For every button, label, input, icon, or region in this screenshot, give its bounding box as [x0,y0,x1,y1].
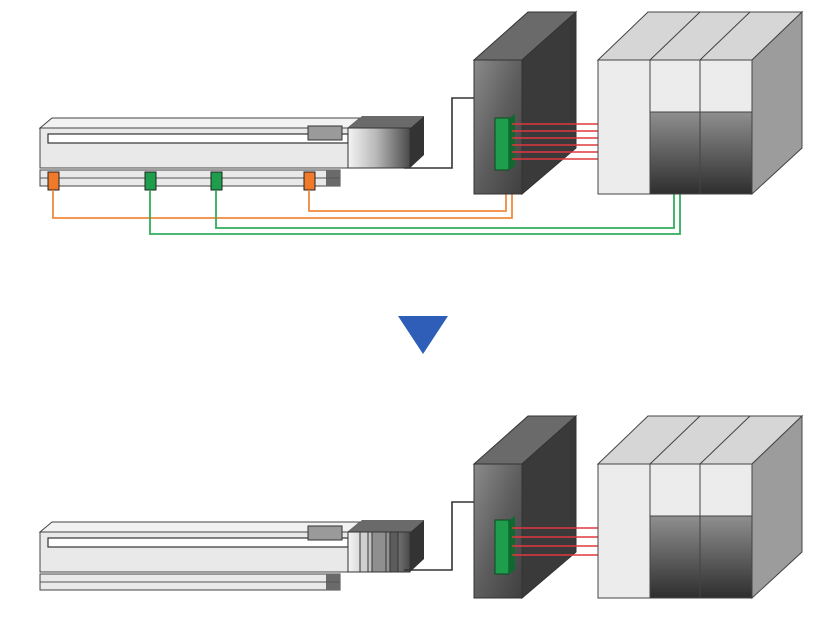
sensor-wiring [52,168,681,235]
actuator-slider-icon [38,521,362,591]
controller-box-icon [472,10,578,196]
after-configuration [38,414,804,600]
before-configuration [38,10,804,235]
actuator-slider-icon [38,117,362,187]
controller-box-icon [472,414,578,600]
plc-rack-icon [596,10,804,196]
flow-arrow-icon [398,316,448,354]
plc-rack-icon [596,414,804,600]
connector-icon [347,520,424,573]
sensor-icon [47,171,316,191]
connector-icon [347,116,424,169]
